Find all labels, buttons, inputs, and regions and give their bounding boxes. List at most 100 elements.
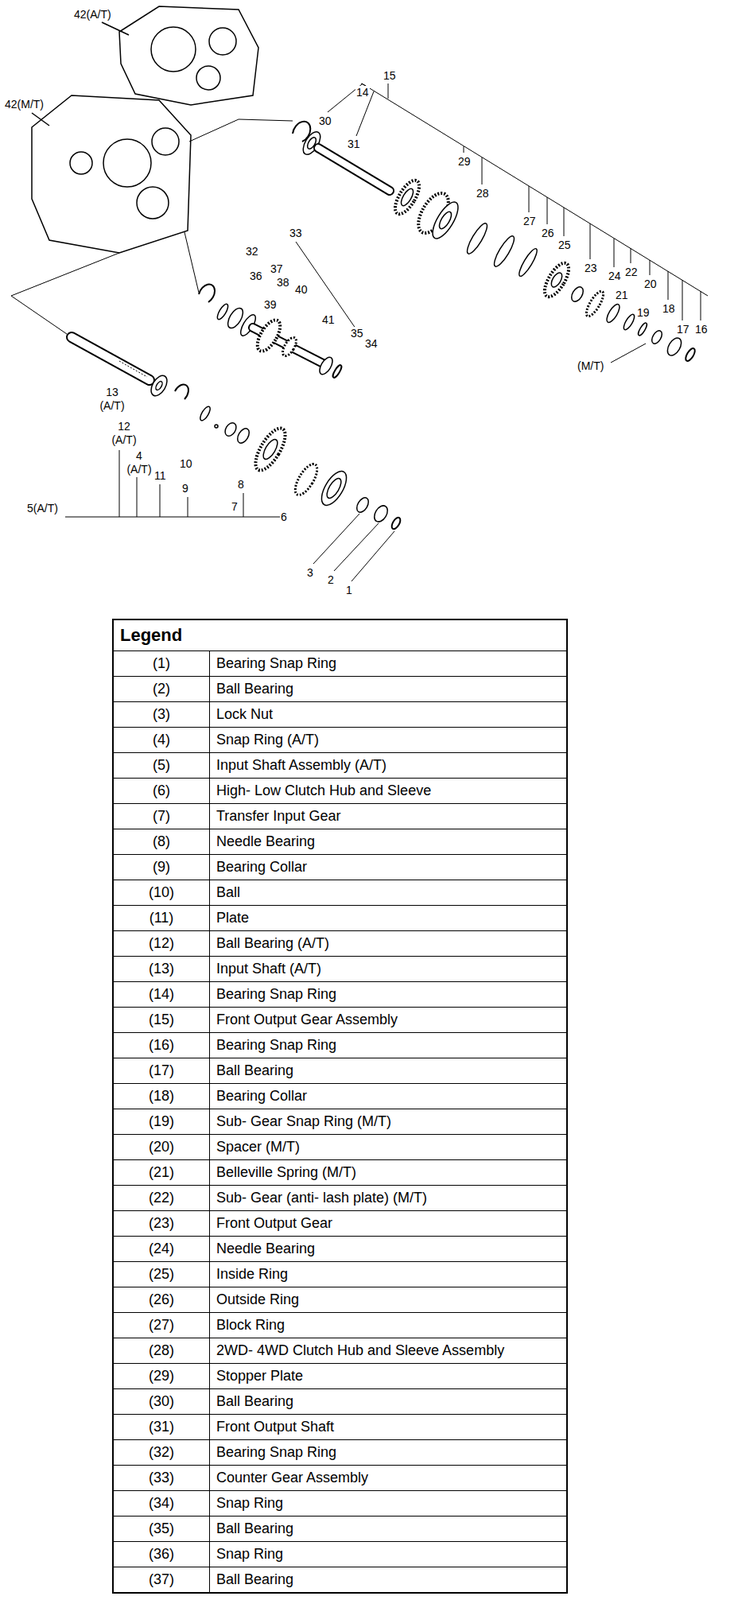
table-cell: Bearing Collar: [209, 1083, 567, 1109]
tick: [463, 146, 465, 153]
table-cell: (20): [113, 1134, 210, 1160]
block-ring: [464, 221, 491, 257]
table-row: (30)Ball Bearing: [113, 1388, 567, 1414]
leader-line: [334, 523, 379, 571]
table-cell: (11): [113, 905, 210, 931]
tick: [159, 484, 161, 517]
bracket-line: [610, 343, 646, 363]
callout-number: 2: [326, 573, 335, 587]
table-row: (10)Ball: [113, 879, 567, 906]
table-cell: Needle Bearing: [209, 829, 567, 855]
table-cell: Input Shaft (A/T): [209, 956, 567, 982]
tick: [682, 279, 684, 321]
table-cell: (26): [113, 1287, 210, 1313]
callout-number: 37: [269, 262, 284, 276]
sub-gear: [583, 288, 607, 319]
table-heading: Legend: [113, 620, 567, 651]
link-line: [189, 119, 239, 142]
callout-number: 27: [522, 214, 537, 229]
table-cell: Inside Ring: [209, 1262, 567, 1287]
housing-bore: [196, 66, 221, 90]
snap-ring: [215, 302, 230, 322]
lock-nut: [354, 495, 372, 514]
table-cell: (24): [113, 1236, 210, 1262]
table-cell: (28): [113, 1338, 210, 1364]
tick: [119, 450, 121, 517]
table-row: (20)Spacer (M/T): [113, 1134, 567, 1160]
table-cell: Ball Bearing: [209, 1058, 567, 1084]
inside-ring: [516, 246, 540, 278]
table-row: (15)Front Output Gear Assembly: [113, 1006, 567, 1033]
table-row: (26)Outside Ring: [113, 1286, 567, 1313]
callout-number: 42(M/T): [3, 97, 45, 112]
table-cell: (34): [113, 1491, 210, 1516]
callout-number: 22: [624, 265, 639, 280]
callout-number: 24: [607, 269, 622, 284]
table-row: (9)Bearing Collar: [113, 854, 567, 880]
tick: [649, 260, 651, 276]
table-cell: (3): [113, 702, 210, 727]
callout-number: 38: [275, 275, 291, 290]
table-row: (2)Ball Bearing: [113, 675, 567, 702]
table-cell: Ball Bearing: [209, 1389, 567, 1414]
callout-number: 4 (A/T): [123, 449, 156, 477]
table-cell: (6): [113, 778, 210, 804]
housing-at: [119, 6, 259, 105]
callout-number: 3: [306, 566, 315, 580]
table-cell: (17): [113, 1058, 210, 1084]
callout-number: 29: [457, 155, 472, 169]
table-cell: Snap Ring: [209, 1491, 567, 1516]
needle-bearing: [569, 284, 587, 303]
table-row: (5)Input Shaft Assembly (A/T): [113, 752, 567, 778]
table-row: (3)Lock Nut: [113, 701, 567, 727]
callout-number: 26: [540, 226, 556, 241]
belleville-spring: [604, 302, 622, 324]
counter-gear: [252, 316, 285, 355]
callout-number: 6: [279, 510, 288, 525]
clutch-hub: [291, 461, 322, 499]
table-cell: (22): [113, 1185, 210, 1211]
table-cell: (4): [113, 727, 210, 753]
tick: [262, 516, 280, 518]
tick: [700, 291, 702, 321]
table-cell: (35): [113, 1516, 210, 1542]
output-shaft: [318, 147, 390, 191]
callout-number: 21: [614, 288, 630, 303]
callout-number: 8: [236, 477, 245, 492]
table-row: (25)Inside Ring: [113, 1261, 567, 1287]
table-cell: (16): [113, 1033, 210, 1058]
table-cell: Front Output Gear Assembly: [209, 1007, 567, 1033]
callout-number: 20: [643, 277, 658, 292]
callout-number: 9: [181, 481, 190, 496]
output-shaft: [318, 147, 390, 191]
tick: [187, 497, 189, 517]
callout-number: 28: [475, 186, 490, 201]
snap-ring: [637, 322, 649, 338]
table-row: (33)Counter Gear Assembly: [113, 1464, 567, 1491]
input-shaft: [71, 337, 150, 381]
table-row: (19)Sub- Gear Snap Ring (M/T): [113, 1108, 567, 1135]
table-cell: (36): [113, 1542, 210, 1567]
gear: [549, 271, 565, 289]
callout-number: 35: [349, 326, 365, 341]
table-cell: Snap Ring (A/T): [209, 727, 567, 753]
table-cell: Spacer (M/T): [209, 1134, 567, 1160]
gear: [399, 186, 416, 208]
table-row: (28)2WD- 4WD Clutch Hub and Sleeve Assem…: [113, 1337, 567, 1364]
table-row: (6)High- Low Clutch Hub and Sleeve: [113, 777, 567, 804]
table-cell: Sub- Gear (anti- lash plate) (M/T): [209, 1185, 567, 1211]
tick: [590, 223, 591, 260]
tick: [388, 83, 389, 99]
table-row: (35)Ball Bearing: [113, 1515, 567, 1542]
table-cell: Sub- Gear Snap Ring (M/T): [209, 1109, 567, 1135]
table-cell: Needle Bearing: [209, 1236, 567, 1262]
callout-number: 10: [178, 457, 194, 471]
table-cell: Bearing Snap Ring: [209, 651, 567, 676]
input-shaft: [71, 337, 150, 381]
table-cell: Counter Gear Assembly: [209, 1465, 567, 1491]
table-cell: Stopper Plate: [209, 1363, 567, 1389]
table-cell: (21): [113, 1160, 210, 1185]
clutch-sleeve: [316, 467, 352, 509]
table-cell: (23): [113, 1211, 210, 1236]
table-row: (1)Bearing Snap Ring: [113, 650, 567, 676]
